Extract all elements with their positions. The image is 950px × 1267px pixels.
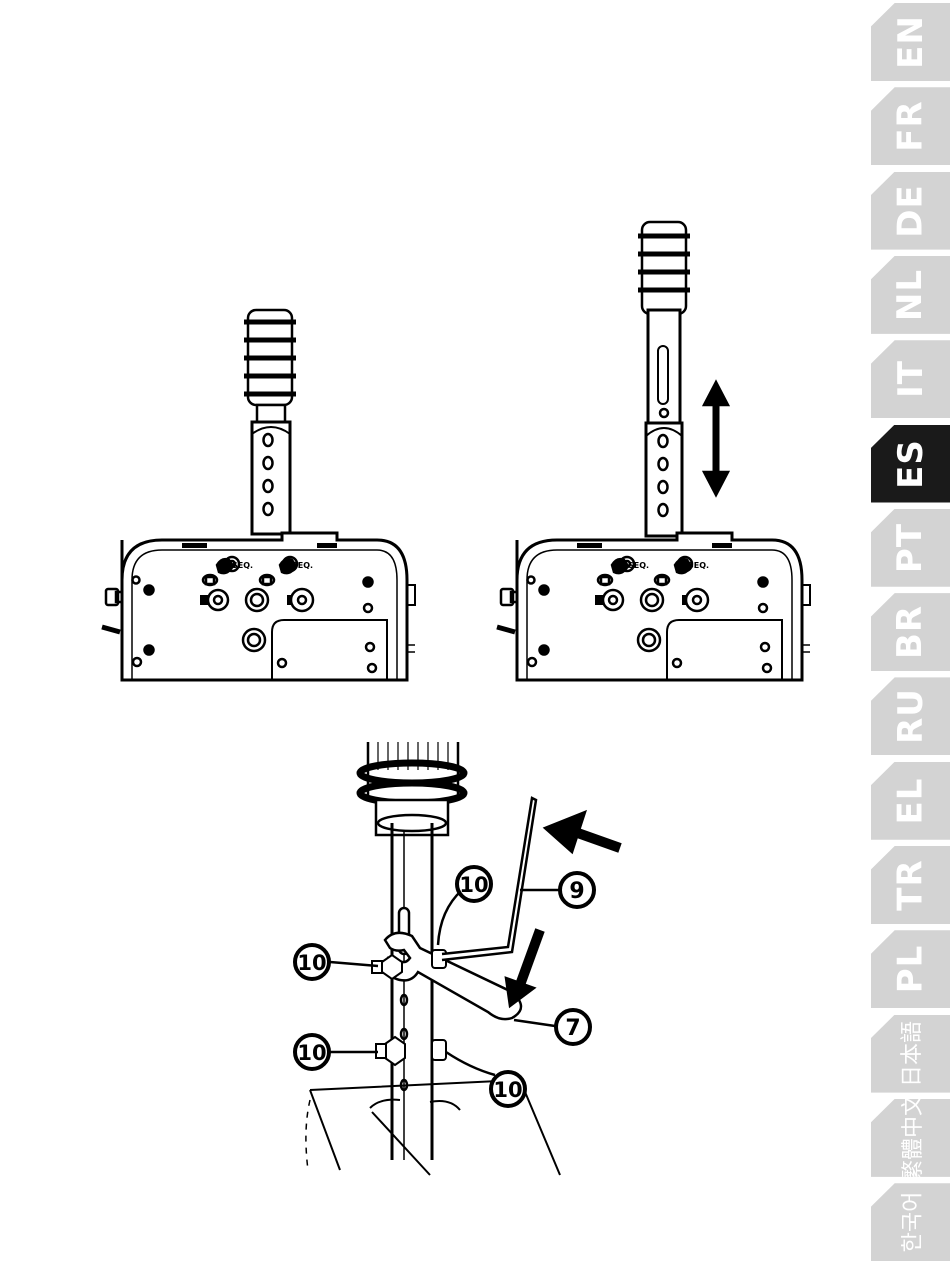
svg-text:10: 10 (493, 1078, 522, 1102)
callout-10: 10 (457, 867, 491, 901)
callout-7: 7 (556, 1010, 590, 1044)
callout-10: 10 (295, 1035, 329, 1069)
svg-text:10: 10 (459, 873, 488, 897)
svg-text:10: 10 (297, 951, 326, 975)
svg-text:9: 9 (569, 879, 584, 904)
callout-10: 10 (491, 1072, 525, 1106)
svg-text:10: 10 (297, 1041, 326, 1065)
seq-label: SEQ. (688, 561, 709, 570)
callout-10: 10 (295, 945, 329, 979)
seq-label: SEQ. (292, 561, 313, 570)
handbrake-left-figure: SEQ. SEQ. (102, 310, 415, 680)
handbrake-right-figure: SEQ. SEQ. (497, 222, 810, 680)
adjustment-detail-figure: 10 10 10 10 9 7 (295, 742, 620, 1175)
seq-label: SEQ. (628, 561, 649, 570)
svg-text:7: 7 (565, 1016, 580, 1041)
callout-9: 9 (560, 873, 594, 907)
seq-label: SEQ. (232, 561, 253, 570)
